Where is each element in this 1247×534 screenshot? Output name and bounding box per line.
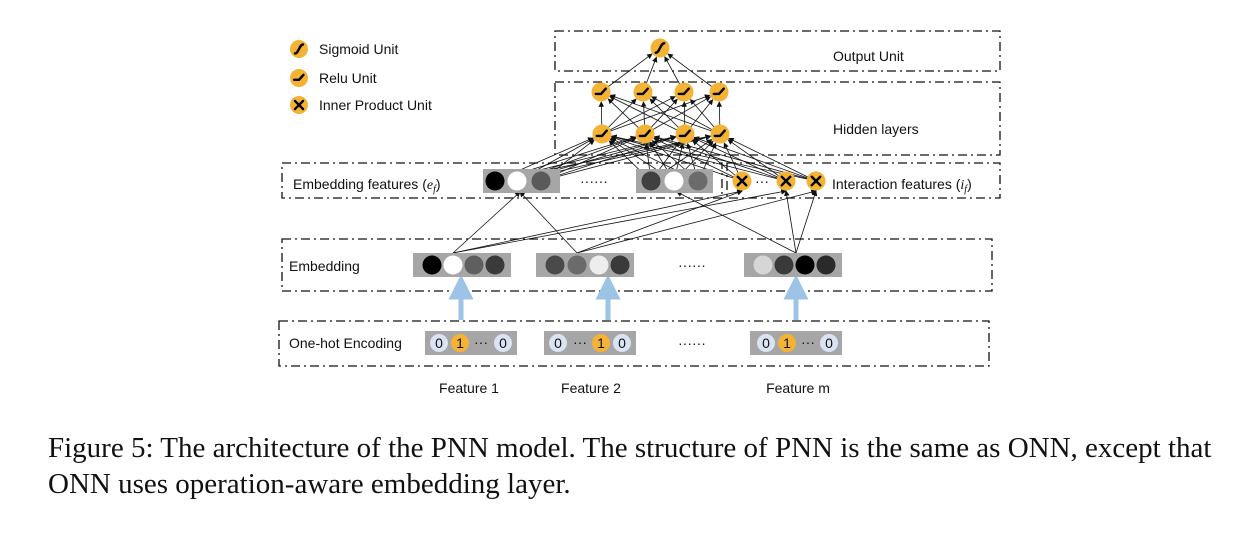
embedding-features-ellipsis: ······ (580, 173, 608, 189)
legend-inner-product-label: Inner Product Unit (319, 97, 432, 113)
interaction-features-label: Interaction features (if) (832, 176, 972, 195)
connection-line (452, 189, 787, 254)
hidden-2-relu-unit-4 (709, 82, 729, 102)
connection-line (644, 96, 711, 135)
onehot-1-dots: ··· (474, 334, 488, 350)
connection-line (784, 190, 797, 254)
connection-line (576, 190, 743, 254)
connection-line (795, 190, 818, 254)
onehot-m-a: 0 (762, 335, 770, 351)
connection-line (653, 136, 787, 182)
connection-line (600, 53, 653, 93)
connection-line (609, 94, 721, 135)
legend-sigmoid-icon (290, 40, 308, 58)
onehot-1-a: 0 (435, 335, 443, 351)
connection-line (693, 136, 817, 182)
onehot-m-b: 1 (783, 335, 791, 351)
connection-line (693, 137, 787, 182)
connection-line (452, 191, 521, 254)
hidden-layers-label: Hidden layers (833, 121, 919, 137)
legend-inner-product-icon (290, 96, 308, 114)
connection-line (653, 137, 743, 182)
output-layer-box (554, 30, 1001, 72)
figure-caption: Figure 5: The architecture of the PNN mo… (48, 432, 1212, 500)
output-sigmoid-unit (650, 38, 670, 58)
onehot-layer-box (278, 320, 990, 367)
hidden-1-relu-unit-1 (592, 124, 612, 144)
connection-line (728, 137, 817, 182)
connection-line (676, 191, 797, 254)
hidden-2-relu-unit-2 (633, 82, 653, 102)
onehot-units (430, 334, 838, 352)
embedding-layer-label: Embedding (289, 258, 360, 274)
hidden-1-relu-unit-2 (635, 124, 655, 144)
hidden-1-relu-unit-3 (675, 124, 695, 144)
hidden-2-relu-unit-1 (591, 82, 611, 102)
connection-line (651, 96, 721, 135)
feature-2-label: Feature 2 (561, 380, 621, 396)
embedding-features-label: Embedding features (ef) (293, 176, 441, 195)
inner-product-unit-3 (806, 171, 826, 191)
output-unit-label: Output Unit (833, 48, 904, 64)
embedding-features-units (485, 171, 708, 191)
onehot-1-c: 0 (499, 335, 507, 351)
legend-relu-label: Relu Unit (319, 70, 377, 86)
onehot-layer-label: One-hot Encoding (289, 335, 402, 351)
connection-line (519, 191, 578, 254)
pnn-architecture-diagram: 0 1 ··· 0 0 ··· 1 0 0 1 ··· 0 Sigmoid Un… (278, 30, 1001, 396)
connection-line (452, 189, 743, 254)
network-units (290, 38, 826, 191)
connection-line (727, 139, 787, 182)
onehot-m-dots: ··· (801, 334, 815, 350)
onehot-2-a: 0 (554, 335, 562, 351)
onehot-2-dots: ··· (573, 334, 587, 350)
onehot-2-b: 1 (597, 335, 605, 351)
connection-line (609, 96, 686, 135)
interaction-features-ellipsis: ··· (755, 173, 769, 189)
connection-line (610, 134, 787, 182)
embedding-ellipsis: ······ (678, 257, 706, 273)
onehot-m-c: 0 (825, 335, 833, 351)
feature-m-label: Feature m (766, 380, 830, 396)
interaction-features-box (726, 162, 1001, 199)
connection-line (576, 189, 817, 254)
embedding-layer-box (281, 238, 993, 292)
onehot-1-b: 1 (456, 335, 464, 351)
inner-product-unit-2 (776, 171, 796, 191)
embedding-units (422, 255, 836, 275)
feature-1-label: Feature 1 (439, 380, 499, 396)
connection-line (610, 136, 743, 182)
legend-relu-icon (290, 69, 308, 87)
hidden-2-relu-unit-3 (674, 82, 694, 102)
connection-line (667, 53, 720, 93)
connections (452, 53, 818, 254)
onehot-ellipsis: ······ (678, 335, 706, 351)
hidden-layers-box (554, 81, 1001, 156)
embedding-features-box (281, 162, 723, 199)
connection-line (692, 139, 743, 182)
onehot-2-c: 0 (618, 335, 626, 351)
legend-sigmoid-label: Sigmoid Unit (319, 41, 398, 57)
hidden-1-relu-unit-4 (710, 124, 730, 144)
inner-product-unit-1 (732, 171, 752, 191)
